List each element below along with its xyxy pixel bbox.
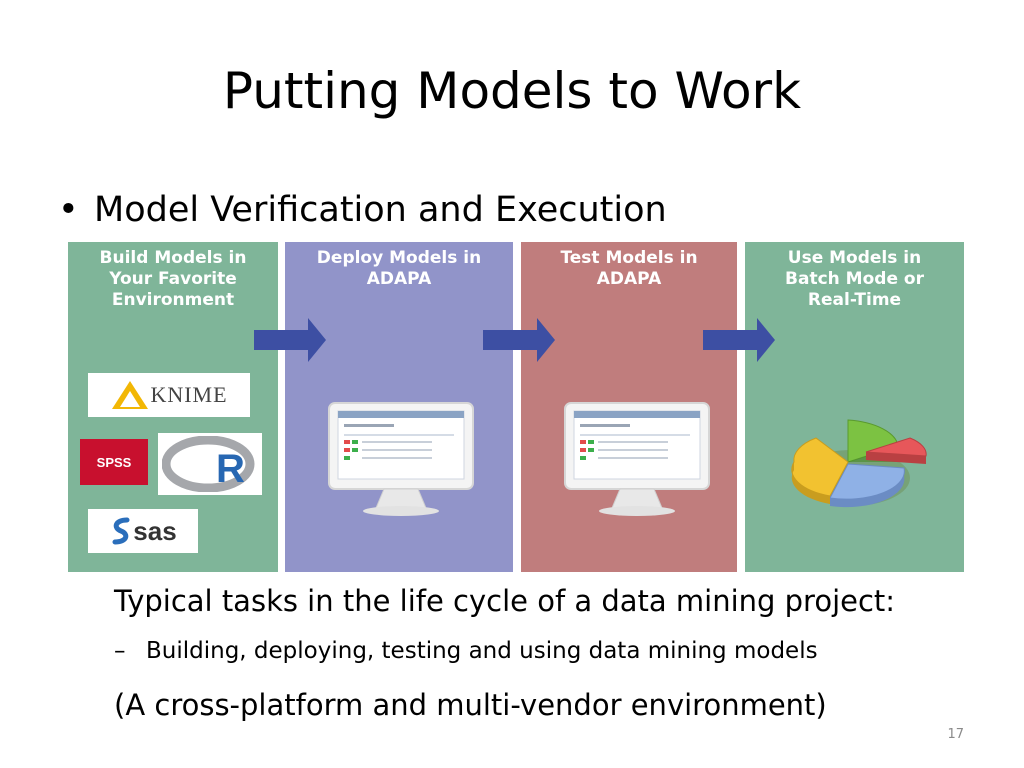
knime-logo: KNIME bbox=[88, 373, 250, 417]
panel-build-line1: Build Models in bbox=[99, 248, 247, 268]
subtext-environment: (A cross-platform and multi-vendor envir… bbox=[114, 688, 827, 722]
slide-title: Putting Models to Work bbox=[222, 62, 802, 120]
panel-deploy: Deploy Models in ADAPA bbox=[285, 242, 513, 572]
sub-bullet-text: Building, deploying, testing and using d… bbox=[146, 638, 818, 664]
panel-test-heading: Test Models in ADAPA bbox=[521, 248, 737, 290]
panel-use: Use Models in Batch Mode or Real-Time bbox=[745, 242, 964, 572]
sas-swirl-icon bbox=[112, 517, 130, 545]
r-ring-icon: R bbox=[162, 436, 255, 492]
page-number: 17 bbox=[947, 727, 964, 742]
knime-logo-text: KNIME bbox=[150, 382, 228, 407]
panel-use-heading: Use Models in Batch Mode or Real-Time bbox=[745, 248, 964, 311]
panel-use-line1: Use Models in bbox=[787, 248, 922, 268]
panel-deploy-line2: ADAPA bbox=[366, 269, 432, 289]
r-logo: R bbox=[158, 433, 262, 495]
arrow-right-icon bbox=[703, 318, 775, 362]
panel-use-line2: Batch Mode or bbox=[785, 269, 924, 289]
panel-deploy-line1: Deploy Models in bbox=[316, 248, 482, 268]
spss-logo-text: SPSS bbox=[96, 454, 132, 470]
r-logo-text: R bbox=[216, 447, 245, 491]
spss-logo: SPSS bbox=[80, 439, 148, 485]
sub-bullet-item: –Building, deploying, testing and using … bbox=[114, 638, 818, 664]
panel-build-heading: Build Models in Your Favorite Environmen… bbox=[68, 248, 278, 311]
bullet-dot: • bbox=[58, 190, 79, 230]
pie-chart-icon bbox=[791, 419, 927, 508]
bullet-item: • Model Verification and Execution bbox=[58, 190, 667, 230]
knime-triangle-icon bbox=[112, 381, 149, 409]
sub-bullet-dash: – bbox=[114, 638, 126, 664]
panel-build-line2: Your Favorite bbox=[109, 269, 237, 289]
monitor-icon bbox=[328, 402, 474, 516]
bullet-text: Model Verification and Execution bbox=[94, 190, 667, 230]
monitor-icon bbox=[564, 402, 710, 516]
sas-logo-text: sas bbox=[133, 515, 177, 546]
sas-logo: sas bbox=[88, 509, 198, 553]
panel-use-line3: Real-Time bbox=[807, 290, 902, 310]
arrow-right-icon bbox=[483, 318, 555, 362]
panel-test-line1: Test Models in bbox=[560, 248, 698, 268]
subtext-tasks: Typical tasks in the life cycle of a dat… bbox=[114, 584, 896, 618]
arrow-right-icon bbox=[254, 318, 326, 362]
panel-deploy-heading: Deploy Models in ADAPA bbox=[285, 248, 513, 290]
panel-test-line2: ADAPA bbox=[596, 269, 662, 289]
panel-build-line3: Environment bbox=[111, 290, 235, 310]
